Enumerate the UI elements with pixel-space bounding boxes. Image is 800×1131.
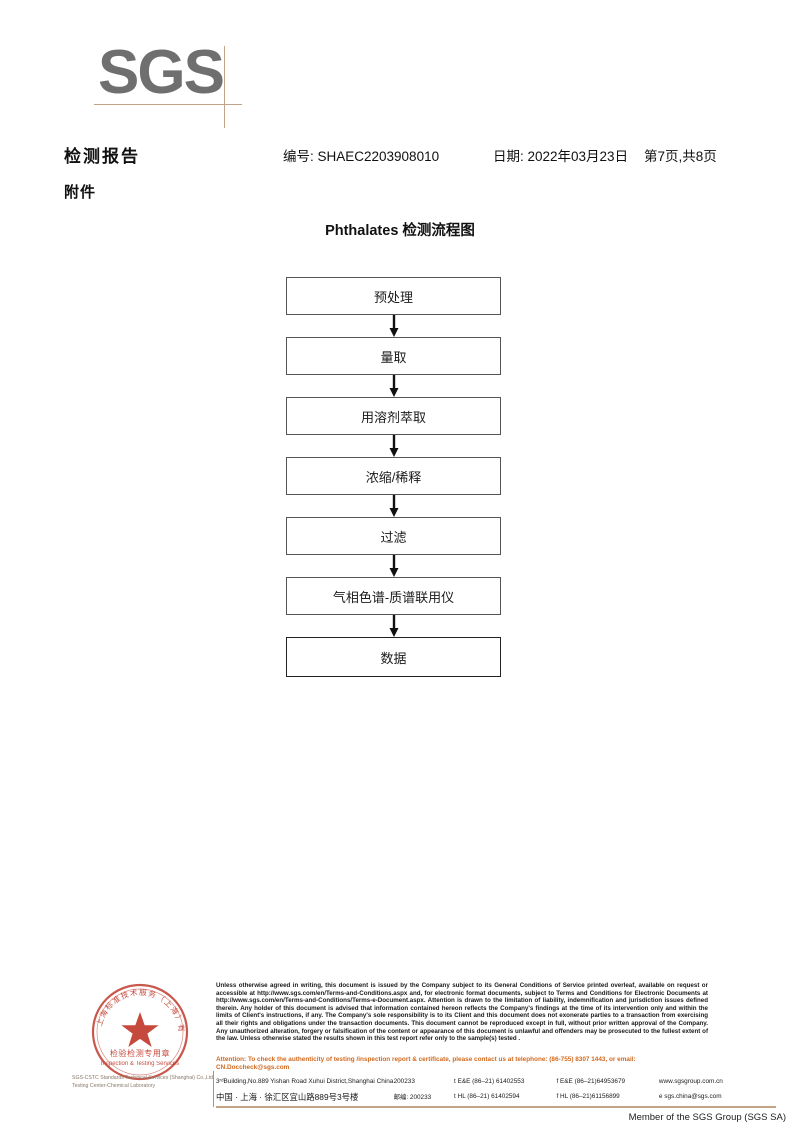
document-footer: 上海标准技术服务（上海）有限公司 检验检测专用章 Inspection & Te…	[0, 973, 800, 1131]
report-date: 日期: 2022年03月23日	[493, 149, 629, 164]
contact-row-cn: 中国 · 上海 · 徐汇区宜山路889号3号楼 邮编: 200233 t HL …	[216, 1089, 776, 1104]
flowchart-title: Phthalates 检测流程图	[325, 223, 475, 239]
svg-text:检验检测专用章: 检验检测专用章	[110, 1048, 170, 1058]
footer-rule	[216, 1106, 776, 1108]
flow-node-concentration-dilution: 浓缩/稀释	[286, 457, 501, 495]
flow-connector	[286, 555, 501, 577]
flow-node-data: 数据	[286, 637, 501, 677]
contact-row-en: 3ʳᵈBuilding,No.889 Yishan Road Xuhui Dis…	[216, 1074, 776, 1089]
flow-node-pretreatment: 预处理	[286, 277, 501, 315]
logo-vertical-rule	[224, 46, 225, 128]
contact-details: 3ʳᵈBuilding,No.889 Yishan Road Xuhui Dis…	[216, 1074, 776, 1104]
address-cn: 中国 · 上海 · 徐汇区宜山路889号3号楼	[216, 1091, 359, 1102]
telephone-ee: t E&E (86–21) 61402553	[454, 1078, 525, 1085]
page-counter: 第7页,共8页	[644, 149, 717, 164]
terms-and-conditions-text: Unless otherwise agreed in writing, this…	[216, 982, 708, 1043]
fax-hl: f HL (86–21)61156899	[556, 1093, 620, 1100]
sgs-logo: SGS	[94, 38, 248, 128]
attention-notice-text: Attention: To check the authenticity of …	[216, 1056, 636, 1071]
arrow-down-icon	[389, 435, 398, 457]
website-link[interactable]: www.sgsgroup.com.cn	[658, 1078, 723, 1085]
sgs-group-member-line: Member of the SGS Group (SGS SA)	[628, 1112, 786, 1123]
arrow-down-icon	[389, 615, 398, 637]
flow-node-solvent-extraction: 用溶剂萃取	[286, 397, 501, 435]
logo-horizontal-rule	[94, 104, 242, 105]
telephone-hl: t HL (86–21) 61402594	[454, 1093, 520, 1100]
svg-text:Inspection & Testing Services: Inspection & Testing Services	[101, 1061, 179, 1067]
zip-en: 200233	[393, 1078, 415, 1085]
flow-node-measure: 量取	[286, 337, 501, 375]
document-header: 检测报告 编号: SHAEC2203908010 日期: 2022年03月23日…	[64, 142, 764, 166]
flow-node-gcms: 气相色谱-质谱联用仪	[286, 577, 501, 615]
page-title: 检测报告	[64, 147, 140, 166]
flow-connector	[286, 375, 501, 397]
flow-connector	[286, 615, 501, 637]
arrow-down-icon	[389, 495, 398, 517]
attachment-label: 附件	[64, 184, 97, 201]
flow-connector	[286, 435, 501, 457]
fax-ee: f E&E (86–21)64953679	[556, 1078, 626, 1085]
inspection-stamp: 上海标准技术服务（上海）有限公司 检验检测专用章 Inspection & Te…	[74, 973, 208, 1090]
stamp-icon: 上海标准技术服务（上海）有限公司 检验检测专用章 Inspection & Te…	[74, 973, 189, 1081]
report-number: 编号: SHAEC2203908010	[283, 149, 440, 164]
footer-divider	[213, 1071, 214, 1107]
flow-node-filtration: 过滤	[286, 517, 501, 555]
stamp-company-name: SGS-CSTC Standards Technical Services (S…	[72, 1074, 218, 1090]
stamp-company-line1: SGS-CSTC Standards Technical Services (S…	[72, 1075, 215, 1081]
arrow-down-icon	[389, 555, 398, 577]
flow-connector	[286, 315, 501, 337]
address-en: 3ʳᵈBuilding,No.889 Yishan Road Xuhui Dis…	[216, 1078, 394, 1085]
sgs-logo-text: SGS	[98, 38, 225, 107]
stamp-company-line2: Testing Center-Chemical Laboratory	[72, 1083, 156, 1089]
zip-cn: 邮编: 200233	[393, 1094, 432, 1101]
flow-connector	[286, 495, 501, 517]
arrow-down-icon	[389, 315, 398, 337]
arrow-down-icon	[389, 375, 398, 397]
email-link[interactable]: e sgs.china@sgs.com	[658, 1093, 722, 1100]
flowchart: 预处理 量取 用溶剂萃取 浓缩/稀释 过滤 气相色谱-质谱联用仪	[286, 277, 503, 677]
